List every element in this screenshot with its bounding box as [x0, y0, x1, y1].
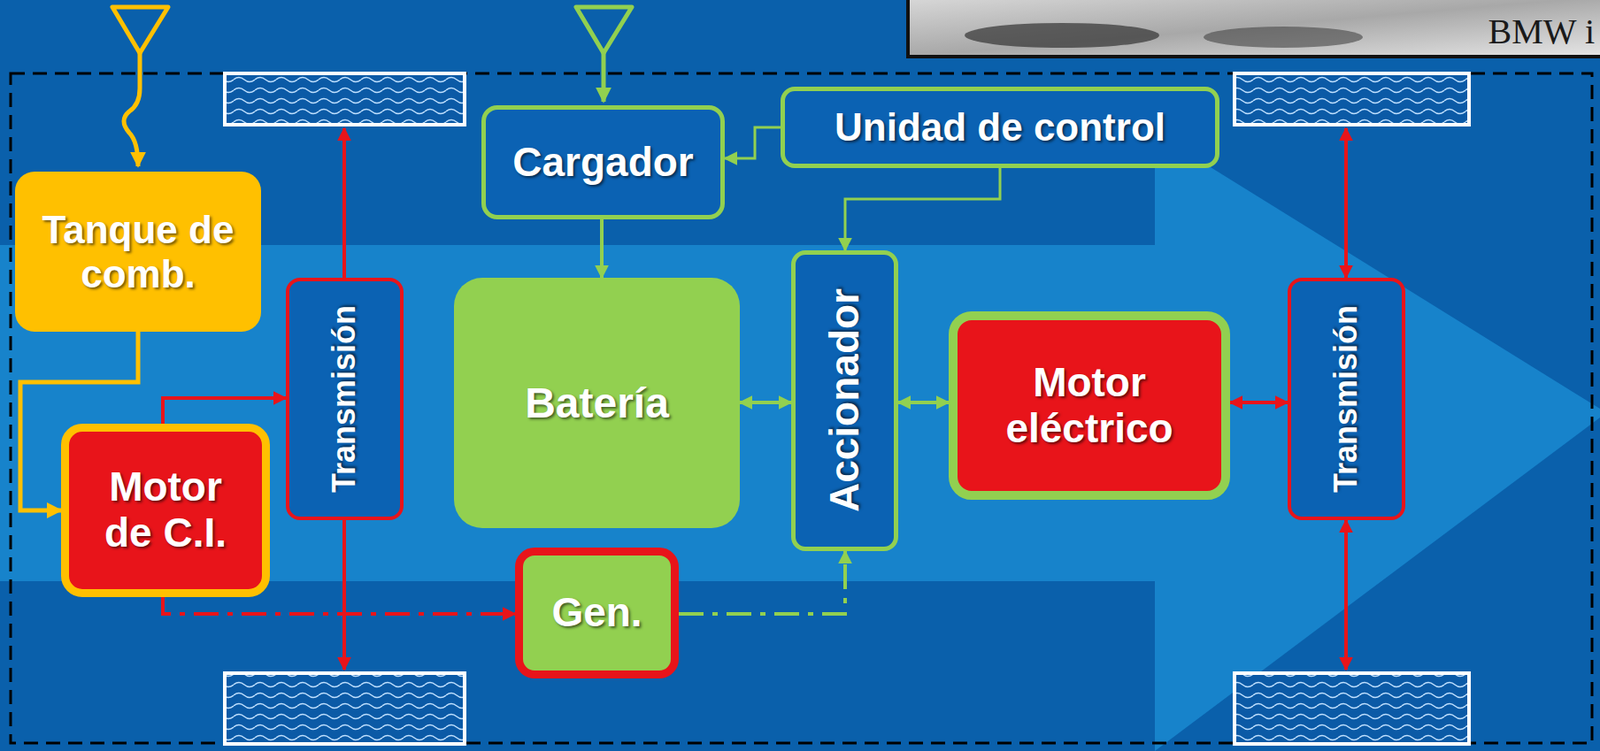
electric-motor-box: Motor eléctrico — [948, 311, 1231, 500]
plug-line — [601, 53, 607, 102]
photo-caption: BMW i — [1488, 10, 1595, 53]
node-label: Gen. — [551, 590, 642, 637]
car-photo — [907, 0, 1600, 57]
plug-symbol — [576, 7, 632, 54]
wheel — [224, 673, 465, 745]
node-label: Batería — [524, 379, 670, 428]
node-label: Motor de C.I. — [92, 464, 239, 556]
wheel — [224, 73, 465, 125]
connector-arrow — [845, 168, 1000, 251]
generator-box: Gen. — [515, 547, 679, 679]
wheel — [1234, 673, 1470, 745]
charger-box: Cargador — [481, 105, 725, 220]
axle-line — [1344, 128, 1348, 278]
connector-arrow — [898, 400, 949, 405]
node-label: Unidad de control — [834, 105, 1166, 149]
node-label: Motor eléctrico — [957, 360, 1222, 452]
connector-arrow — [678, 551, 846, 615]
axle-line — [342, 520, 347, 670]
wheel — [1234, 73, 1470, 125]
node-label: Cargador — [512, 139, 693, 186]
connector-arrow — [739, 400, 792, 405]
actuator-box: Accionador — [791, 250, 899, 552]
node-label: Transmisión — [326, 305, 362, 493]
connector-arrow — [1230, 400, 1288, 405]
connector-arrow — [162, 398, 286, 424]
car-shadow — [964, 23, 1160, 48]
axle-line — [342, 128, 347, 278]
vehicle-outline — [10, 73, 1593, 744]
transmission-box: Transmisión — [285, 277, 404, 521]
node-label: Accionador — [822, 288, 869, 513]
node-label: Tanque de comb. — [15, 207, 262, 296]
fuel-inlet-line — [123, 53, 140, 167]
control-unit-box: Unidad de control — [780, 86, 1220, 169]
connector-arrow — [724, 127, 781, 159]
engine-box: Motor de C.I. — [61, 423, 270, 598]
connector-arrow — [600, 219, 604, 278]
axle-line — [1344, 520, 1348, 670]
fuel-inlet-symbol — [112, 7, 169, 54]
transmission-box: Transmisión — [1287, 277, 1406, 521]
battery-box: Batería — [453, 277, 740, 529]
car-shadow — [1203, 26, 1363, 48]
node-label: Transmisión — [1328, 305, 1364, 493]
fuel-tank-box: Tanque de comb. — [15, 171, 262, 332]
connector-arrow — [162, 597, 516, 615]
